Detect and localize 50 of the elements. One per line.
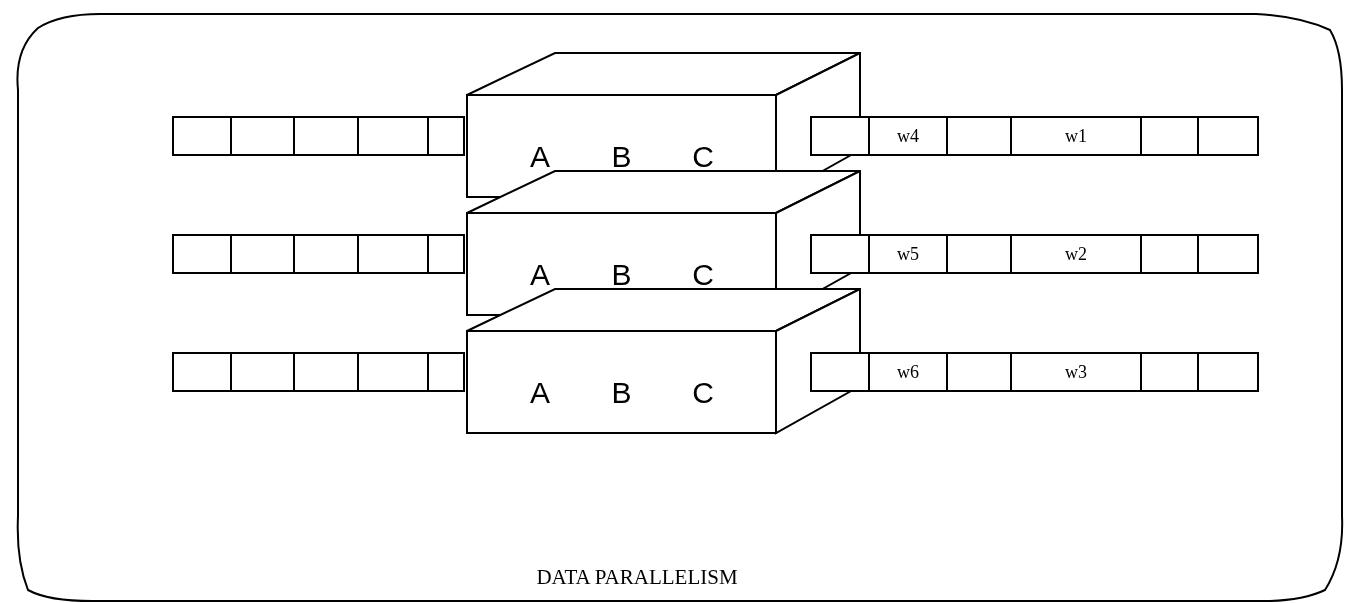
operation-label: B — [611, 258, 632, 292]
queue-cell — [293, 116, 359, 156]
queue-cell — [230, 234, 295, 274]
queue-cell — [946, 116, 1012, 156]
queue-cell — [868, 116, 948, 156]
operation-label: C — [692, 258, 714, 292]
weight-label: w1 — [1065, 125, 1087, 147]
queue-cell — [1010, 116, 1142, 156]
queue-cell — [172, 352, 232, 392]
rounded-frame — [16, 12, 1346, 603]
queue-cell — [357, 116, 429, 156]
queue-cell — [293, 352, 359, 392]
queue-cell — [810, 116, 870, 156]
queue-cell — [810, 352, 870, 392]
queue-cell — [1197, 352, 1259, 392]
weight-label: w2 — [1065, 243, 1087, 265]
operation-label: A — [530, 140, 550, 174]
queue-cell — [172, 234, 232, 274]
queue-cell — [357, 352, 429, 392]
queue-cell — [427, 116, 465, 156]
queue-cell — [1010, 352, 1142, 392]
queue-cell — [868, 352, 948, 392]
queue-cell — [946, 352, 1012, 392]
queue-cell — [1140, 352, 1199, 392]
queue-cell — [230, 116, 295, 156]
operation-label: C — [692, 376, 714, 410]
weight-label: w4 — [897, 125, 919, 147]
operation-label: A — [530, 258, 550, 292]
queue-cell — [1197, 234, 1259, 274]
operation-label: B — [611, 140, 632, 174]
weight-label: w3 — [1065, 361, 1087, 383]
queue-cell — [427, 234, 465, 274]
queue-cell — [1140, 234, 1199, 274]
diagram-caption: DATA PARALLELISM — [536, 565, 738, 590]
queue-cell — [946, 234, 1012, 274]
operation-label: C — [692, 140, 714, 174]
weight-label: w6 — [897, 361, 919, 383]
queue-cell — [868, 234, 948, 274]
queue-cell — [172, 116, 232, 156]
queue-cell — [1197, 116, 1259, 156]
queue-cell — [293, 234, 359, 274]
queue-cell — [810, 234, 870, 274]
queue-cell — [427, 352, 465, 392]
operation-label: A — [530, 376, 550, 410]
queue-cell — [1140, 116, 1199, 156]
queue-cell — [1010, 234, 1142, 274]
weight-label: w5 — [897, 243, 919, 265]
operation-label: B — [611, 376, 632, 410]
queue-cell — [230, 352, 295, 392]
queue-cell — [357, 234, 429, 274]
